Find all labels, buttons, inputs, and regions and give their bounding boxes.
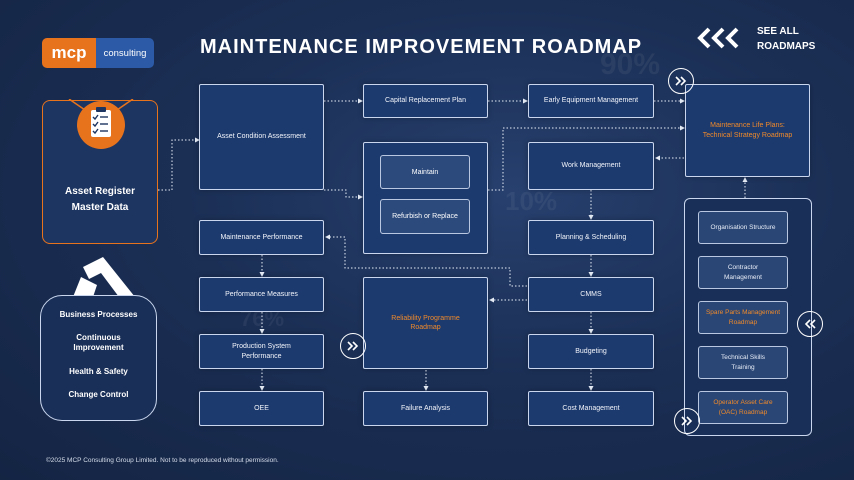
node-maintain[interactable]: Maintain [380,155,470,189]
node-asset-condition-assessment[interactable]: Asset Condition Assessment [199,84,324,190]
double-chevron-left-icon [803,318,817,330]
clipboard-checklist-icon [65,99,137,163]
reliability-forward-button[interactable] [340,333,366,359]
support-roadmaps-panel: Organisation Structure Contractor Manage… [684,198,812,436]
continuous-improvement-item[interactable]: Continuous Improvement [61,333,136,354]
spare-parts-back-button[interactable] [797,311,823,337]
node-failure-analysis[interactable]: Failure Analysis [363,391,488,426]
double-chevron-right-icon [674,75,688,87]
double-chevron-right-icon [346,340,360,352]
oac-forward-button[interactable] [674,408,700,434]
chevron-arrow-icon [73,257,139,299]
side-item-contractor-management[interactable]: Contractor Management [698,256,788,289]
double-chevron-right-icon [680,415,694,427]
asset-register-card[interactable]: Asset Register Master Data [42,100,158,244]
node-refurbish-or-replace[interactable]: Refurbish or Replace [380,199,470,234]
asset-register-line1: Asset Register [43,184,157,200]
side-item-spare-parts-roadmap[interactable]: Spare Parts Management Roadmap [698,301,788,334]
node-work-management[interactable]: Work Management [528,142,654,190]
node-cost-management[interactable]: Cost Management [528,391,654,426]
business-processes-panel: Business Processes Continuous Improvemen… [40,295,157,421]
copyright-footer: ©2025 MCP Consulting Group Limited. Not … [46,457,279,464]
node-cmms[interactable]: CMMS [528,277,654,312]
change-control-item[interactable]: Change Control [41,390,156,400]
node-planning-scheduling[interactable]: Planning & Scheduling [528,220,654,255]
node-reliability-programme-roadmap[interactable]: Reliability Programme Roadmap [363,277,488,369]
node-maintenance-performance[interactable]: Maintenance Performance [199,220,324,255]
side-item-operator-asset-care-roadmap[interactable]: Operator Asset Care (OAC) Roadmap [698,391,788,424]
node-production-system-performance[interactable]: Production System Performance [199,334,324,369]
node-capital-replacement-plan[interactable]: Capital Replacement Plan [363,84,488,118]
node-maintenance-life-plans[interactable]: Maintenance Life Plans: Technical Strate… [685,84,810,177]
node-performance-measures[interactable]: Performance Measures [199,277,324,312]
business-processes-item[interactable]: Business Processes [41,310,156,320]
node-budgeting[interactable]: Budgeting [528,334,654,369]
asset-register-line2: Master Data [43,200,157,216]
side-item-organisation-structure[interactable]: Organisation Structure [698,211,788,244]
health-safety-item[interactable]: Health & Safety [41,367,156,377]
life-plans-forward-button[interactable] [668,68,694,94]
side-item-technical-skills-training[interactable]: Technical Skills Training [698,346,788,379]
node-early-equipment-management[interactable]: Early Equipment Management [528,84,654,118]
node-oee[interactable]: OEE [199,391,324,426]
